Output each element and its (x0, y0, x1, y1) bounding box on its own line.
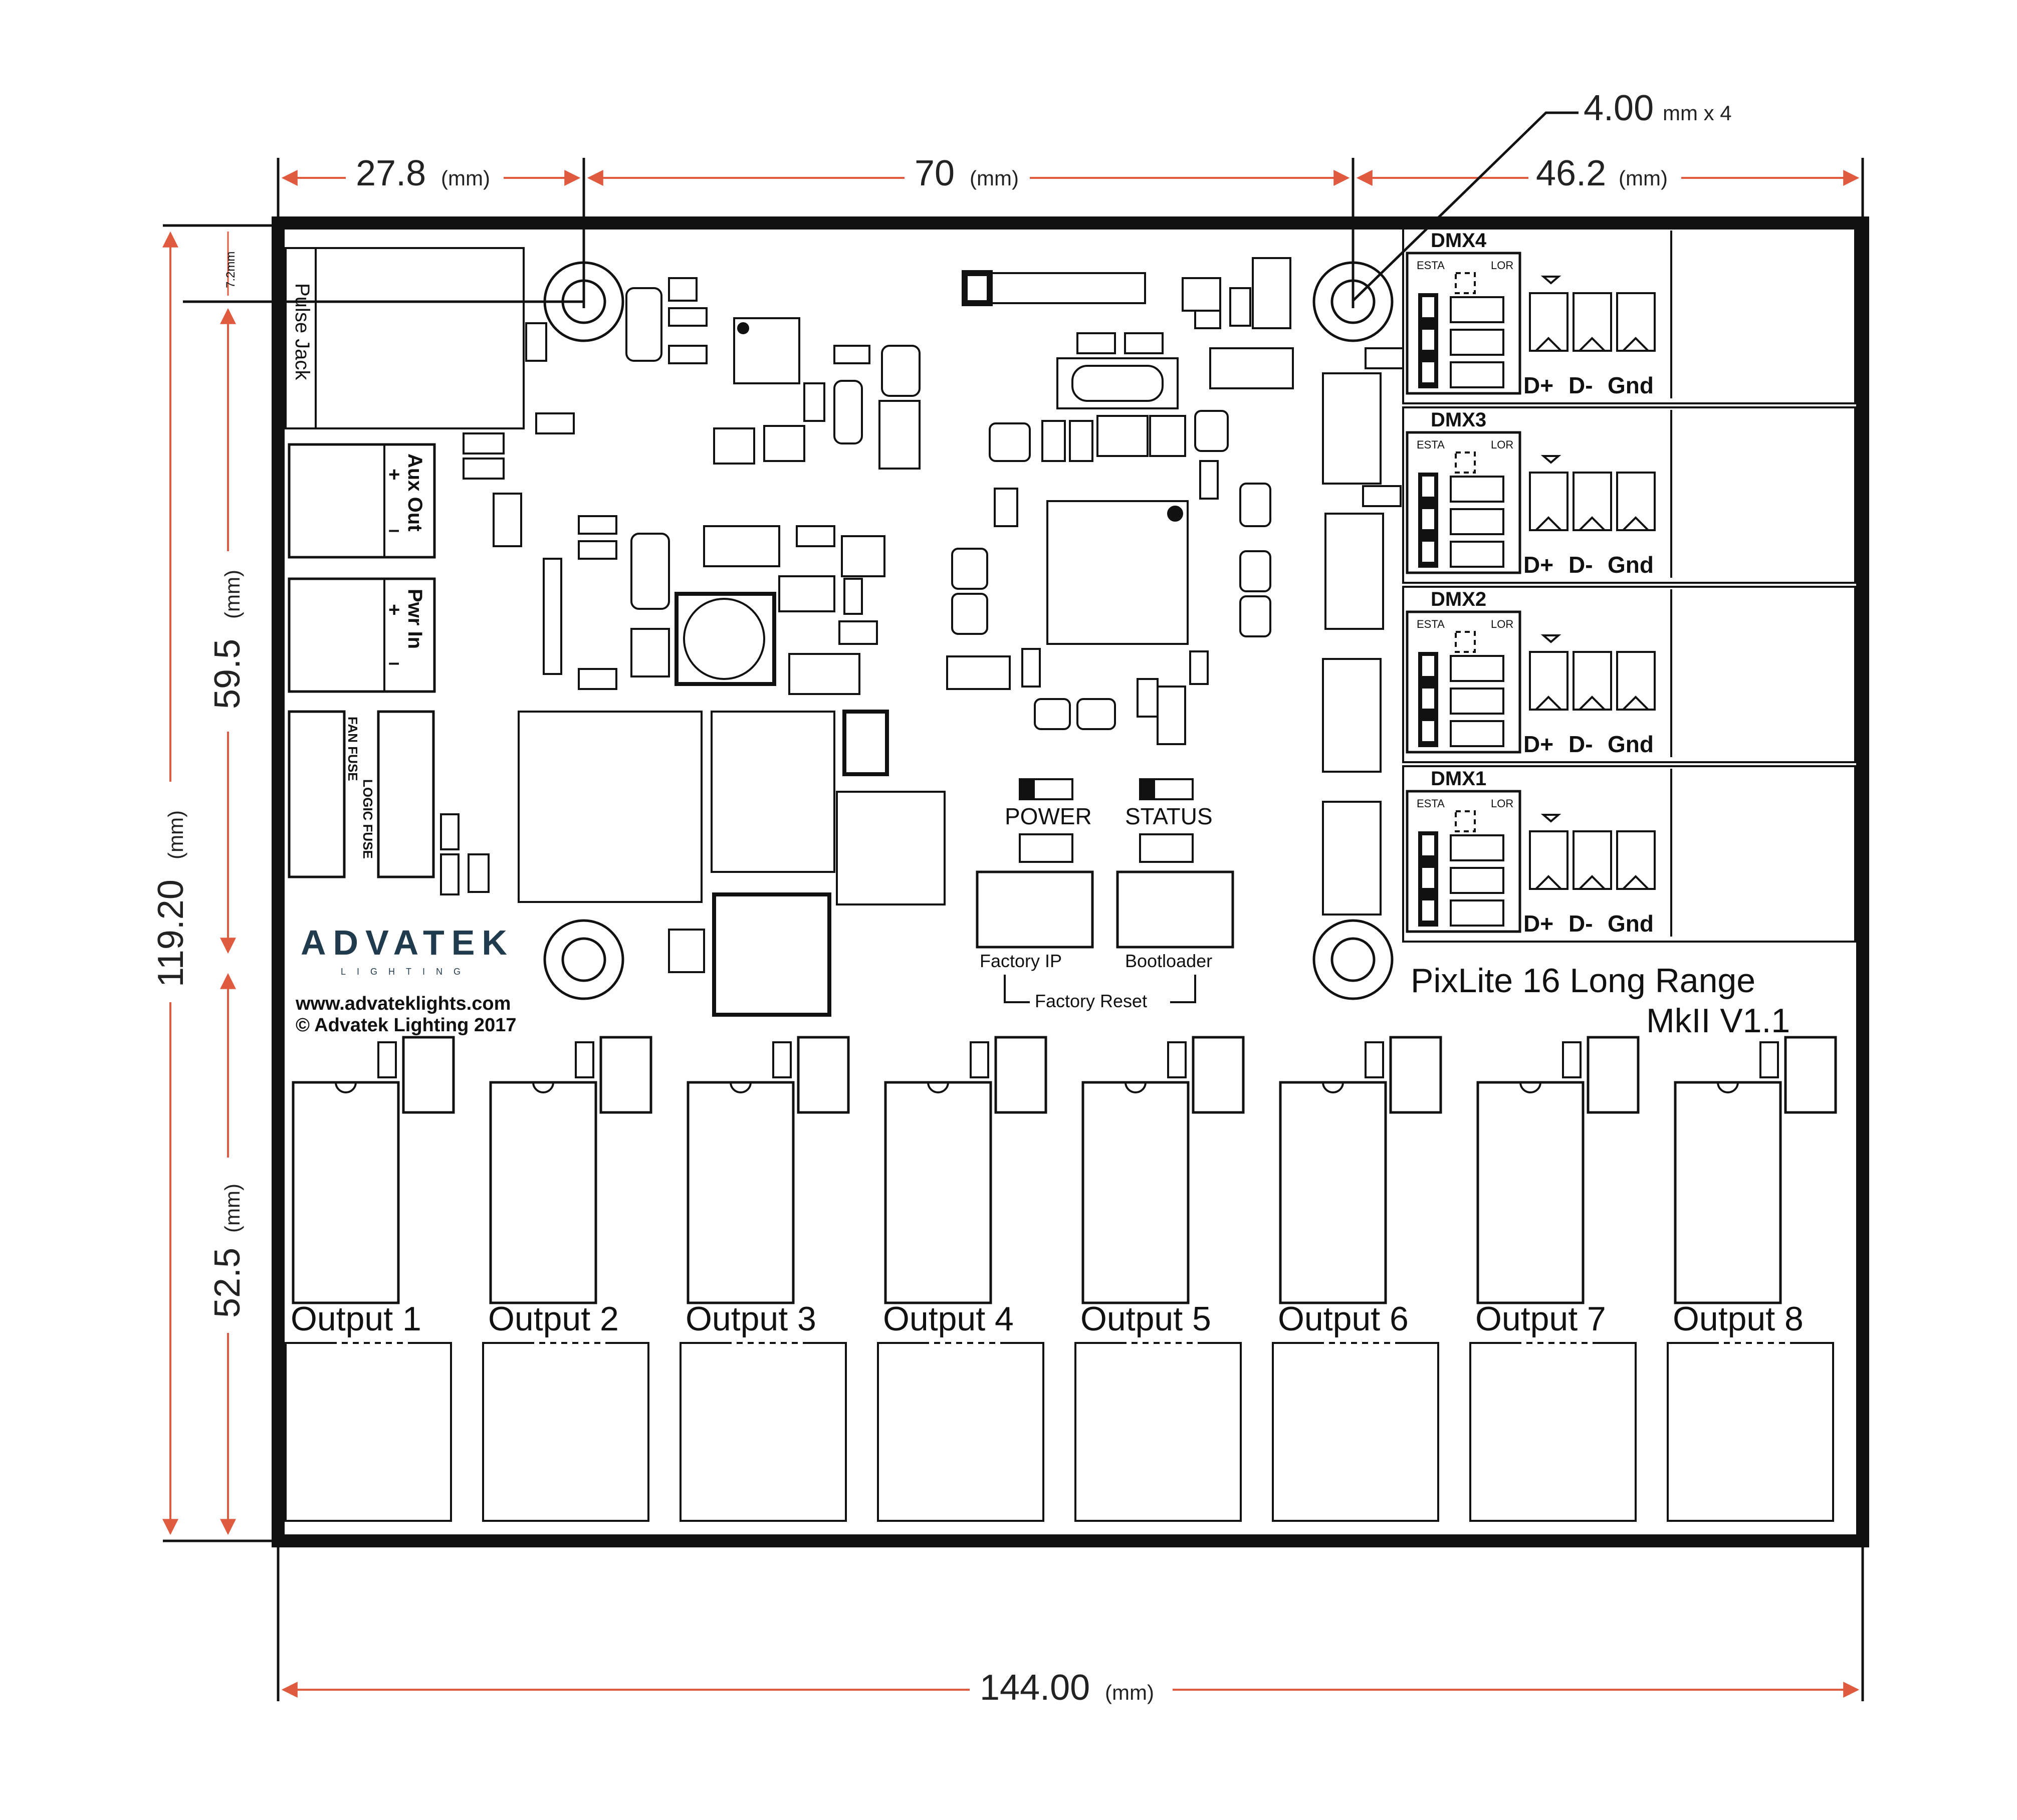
aux-plus: + (388, 464, 400, 486)
model-line-1: PixLite 16 Long Range (1411, 962, 1755, 1000)
power-led-label: POWER (1005, 803, 1092, 829)
dmx-lor: LOR (1491, 438, 1513, 451)
output-label: Output 1 (291, 1300, 421, 1338)
dmx-gnd: Gnd (1608, 731, 1654, 757)
aux-minus: – (388, 519, 399, 541)
dmx-esta: ESTA (1417, 618, 1445, 630)
model-line-2: MkII V1.1 (1646, 1002, 1790, 1040)
dmx-name: DMX4 (1431, 230, 1487, 252)
dim-hole-spacing: 70 (915, 153, 955, 193)
dim-hole-diameter: 4.00 (1584, 88, 1654, 128)
components (440, 257, 1404, 1017)
bootloader-label: Bootloader (1125, 951, 1212, 971)
pwr-in-label: Pwr In (404, 589, 426, 649)
dmx-dplus: D+ (1523, 911, 1553, 937)
dmx-dplus: D+ (1523, 731, 1553, 757)
logic-fuse-label: LOGIC FUSE (360, 779, 375, 859)
output-port: Output 5 (1074, 1036, 1245, 1522)
output-port: Output 1 (285, 1036, 455, 1522)
brand-sub: LIGHTING (341, 967, 472, 977)
dmx-name: DMX2 (1431, 588, 1486, 610)
output-label: Output 4 (883, 1300, 1014, 1338)
output-port: Output 2 (482, 1036, 652, 1522)
dmx-gnd: Gnd (1608, 372, 1654, 398)
brand-name: ADVATEK (301, 923, 514, 962)
advatek-logo: ADVATEK LIGHTING www.advateklights.com ©… (295, 923, 516, 1036)
dmx-dminus: D- (1568, 372, 1593, 398)
dmx-lor: LOR (1491, 797, 1513, 810)
status-leds: POWER STATUS (1005, 778, 1213, 863)
output-label: Output 7 (1475, 1300, 1606, 1338)
dmx-name: DMX3 (1431, 409, 1486, 431)
pwr-minus: – (388, 651, 399, 673)
output-ports: Output 1 Output 2 Output 3 Output 4 Output 5… (285, 1036, 1837, 1522)
dim-vertical-upper-unit: (mm) (220, 570, 244, 619)
dmx-lor: LOR (1491, 618, 1513, 630)
output-label: Output 8 (1673, 1300, 1804, 1338)
pwr-in-terminal: Pwr In + – (288, 577, 436, 693)
pwr-plus: + (388, 599, 400, 621)
output-label: Output 5 (1080, 1300, 1211, 1338)
dim-total-width-unit: (mm) (1105, 1681, 1154, 1704)
website-label: www.advateklights.com (295, 993, 511, 1014)
pulse-jack-label: Pulse Jack (291, 283, 313, 380)
output-label: Output 6 (1278, 1300, 1409, 1338)
dim-total-width: 144.00 (980, 1668, 1090, 1708)
copyright-label: © Advatek Lighting 2017 (296, 1015, 516, 1036)
dim-total-height-unit: (mm) (164, 810, 187, 859)
dmx-dminus: D- (1568, 911, 1593, 937)
dim-right-offset: 46.2 (1536, 153, 1606, 193)
aux-out-label: Aux Out (404, 453, 426, 532)
board-outline (272, 216, 1869, 1547)
output-port: Output 6 (1272, 1036, 1442, 1522)
dim-left-offset: 27.8 (356, 153, 426, 193)
dim-top-hole-offset: 7.2mm (224, 252, 238, 288)
output-port: Output 8 (1667, 1036, 1837, 1522)
output-port: Output 4 (877, 1036, 1047, 1522)
factory-reset-label: Factory Reset (1035, 991, 1147, 1011)
output-label: Output 3 (686, 1300, 816, 1338)
dmx-gnd: Gnd (1608, 552, 1654, 578)
bootloader-button[interactable] (1116, 870, 1234, 949)
dmx-lor: LOR (1491, 259, 1513, 272)
status-led-label: STATUS (1125, 803, 1213, 829)
fan-fuse-label: FAN FUSE (345, 717, 360, 781)
dim-vertical-lower-unit: (mm) (220, 1184, 244, 1233)
dim-total-height: 119.20 (151, 879, 191, 987)
dim-hole-unit: (mm) (970, 166, 1019, 190)
factory-ip-label: Factory IP (980, 951, 1062, 971)
factory-ip-button[interactable] (976, 870, 1094, 949)
dimension-lines (162, 111, 1864, 1701)
output-label: Output 2 (488, 1300, 619, 1338)
dmx-esta: ESTA (1417, 797, 1445, 810)
dim-right-unit: (mm) (1619, 166, 1668, 190)
dmx-esta: ESTA (1417, 259, 1445, 272)
aux-out-terminal: Aux Out + – (288, 443, 436, 559)
fuses: FAN FUSE LOGIC FUSE (288, 710, 435, 878)
dmx-esta: ESTA (1417, 438, 1445, 451)
mounting-holes (543, 261, 1394, 1000)
dmx-dplus: D+ (1523, 372, 1553, 398)
dmx-dminus: D- (1568, 731, 1593, 757)
dmx-dplus: D+ (1523, 552, 1553, 578)
dim-hole-diameter-unit: mm x 4 (1663, 101, 1732, 125)
output-port: Output 3 (680, 1036, 850, 1522)
dim-left-unit: (mm) (441, 166, 490, 190)
output-port: Output 7 (1469, 1036, 1640, 1522)
dim-vertical-lower: 52.5 (207, 1248, 248, 1318)
dmx-dminus: D- (1568, 552, 1593, 578)
dim-vertical-upper: 59.5 (207, 639, 248, 709)
pulse-jack: Pulse Jack (285, 247, 525, 429)
dmx-name: DMX1 (1431, 768, 1486, 790)
dmx-gnd: Gnd (1608, 911, 1654, 937)
